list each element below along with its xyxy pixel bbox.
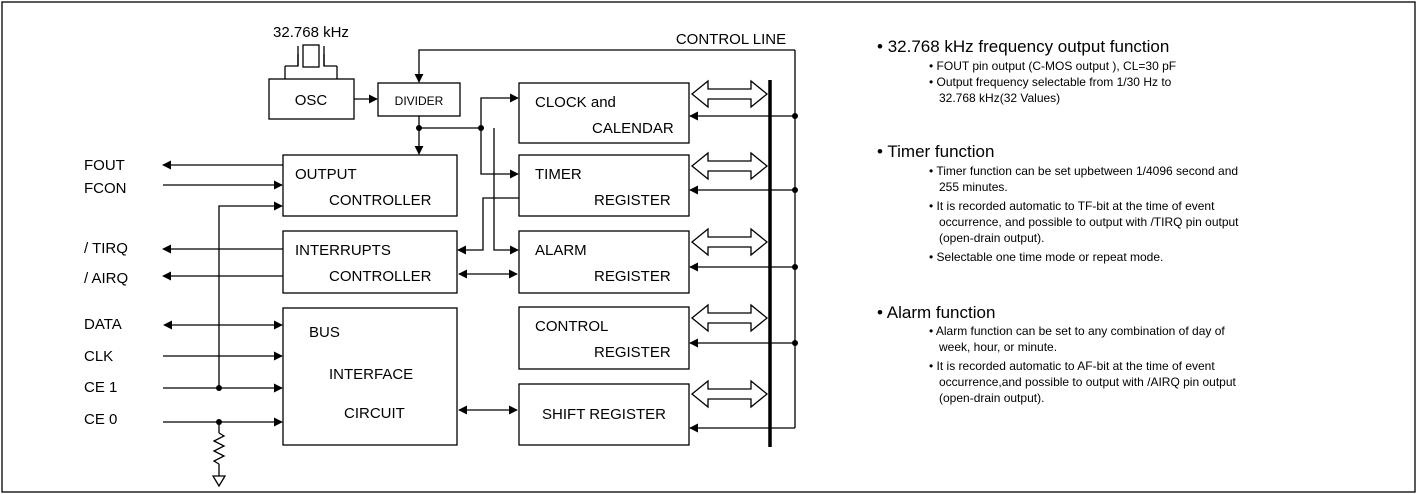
interrupts-label-line1: INTERRUPTS: [295, 242, 391, 259]
feature-timer: • Timer function • Timer function can be…: [877, 142, 1239, 264]
bus-label-line1: BUS: [309, 324, 340, 341]
feature-32k: • 32.768 kHz frequency output function •…: [877, 37, 1176, 105]
crystal-frequency-label: 32.768 kHz: [273, 24, 349, 41]
pin-ce0: CE 0: [84, 411, 117, 428]
control-line-taps: [689, 111, 798, 433]
ce0-pulldown-resistor: [211, 419, 227, 488]
feature-alarm: • Alarm function • Alarm function can be…: [877, 303, 1237, 405]
bus-double-arrows: [690, 79, 769, 409]
clock-label-line2: CALENDAR: [592, 120, 674, 137]
feature-line: 255 minutes.: [929, 180, 1008, 194]
feature-line: occurrence, and possible to output with …: [929, 215, 1239, 229]
control-label-line1: CONTROL: [535, 318, 608, 335]
osc-block: [268, 78, 355, 120]
clock-calendar-block: [518, 82, 690, 144]
pin-labels: FOUT FCON / TIRQ / AIRQ DATA CLK CE 1 CE…: [84, 157, 128, 428]
feature-line: • Alarm function can be set to any combi…: [929, 324, 1225, 338]
pin-data: DATA: [84, 316, 122, 333]
alarm-label-line2: REGISTER: [594, 268, 671, 285]
feature-line: 32.768 kHz(32 Values): [929, 91, 1060, 105]
interrupts-label-line2: CONTROLLER: [329, 268, 432, 285]
control-line-label: CONTROL LINE: [676, 31, 786, 48]
ground-icon: [211, 475, 227, 488]
pin-tirq: / TIRQ: [84, 240, 128, 257]
timer-label-line2: REGISTER: [594, 192, 671, 209]
control-register-block: [518, 306, 690, 370]
alarm-register-block: [518, 230, 690, 294]
feature-line: occurrence,and possible to output with /…: [929, 375, 1237, 389]
interrupts-controller-block: [282, 230, 458, 294]
control-label-line2: REGISTER: [594, 344, 671, 361]
feature-line: • Timer function can be set upbetween 1/…: [929, 164, 1238, 178]
bus-label-line3: CIRCUIT: [344, 405, 405, 422]
pin-fcon: FCON: [84, 180, 127, 197]
bus-label-line2: INTERFACE: [329, 366, 413, 383]
feature-line: • Selectable one time mode or repeat mod…: [929, 250, 1163, 264]
feature-line: week, hour, or minute.: [929, 340, 1057, 354]
timer-to-interrupts-line: [457, 197, 519, 255]
divider-block: [377, 82, 461, 117]
alarm-label-line1: ALARM: [535, 242, 587, 259]
timer-label-line1: TIMER: [535, 166, 582, 183]
clock-label-line1: CLOCK and: [535, 94, 616, 111]
osc-label: OSC: [295, 92, 328, 109]
divider-label: DIVIDER: [395, 94, 444, 108]
pin-wires: [162, 160, 283, 427]
pin-fout: FOUT: [84, 157, 125, 174]
feature-title: • Timer function: [877, 142, 994, 161]
output-label-line1: OUTPUT: [295, 166, 357, 183]
feature-line: • Output frequency selectable from 1/30 …: [929, 75, 1172, 89]
feature-line: • It is recorded automatic to AF-bit at …: [929, 359, 1215, 373]
feature-line: • It is recorded automatic to TF-bit at …: [929, 199, 1215, 213]
feature-line: • FOUT pin output (C-MOS output ), CL=30…: [929, 59, 1176, 73]
feature-line: (open-drain output).: [929, 231, 1044, 245]
feature-title: • Alarm function: [877, 303, 995, 322]
bus-interface-block: [282, 307, 458, 446]
shift-register-block: [518, 383, 690, 446]
crystal-symbol: 32.768 kHz: [273, 24, 349, 79]
divider-distribution-lines: [414, 93, 519, 255]
feature-title: • 32.768 kHz frequency output function: [877, 37, 1169, 56]
pin-clk: CLK: [84, 348, 113, 365]
control-line-to-divider: [414, 49, 795, 83]
timer-register-block: [518, 154, 690, 217]
pin-airq: / AIRQ: [84, 270, 128, 287]
output-controller-block: [282, 154, 458, 217]
shift-register-label: SHIFT REGISTER: [542, 406, 666, 423]
feature-line: (open-drain output).: [929, 391, 1044, 405]
output-label-line2: CONTROLLER: [329, 192, 432, 209]
pin-ce1: CE 1: [84, 379, 117, 396]
